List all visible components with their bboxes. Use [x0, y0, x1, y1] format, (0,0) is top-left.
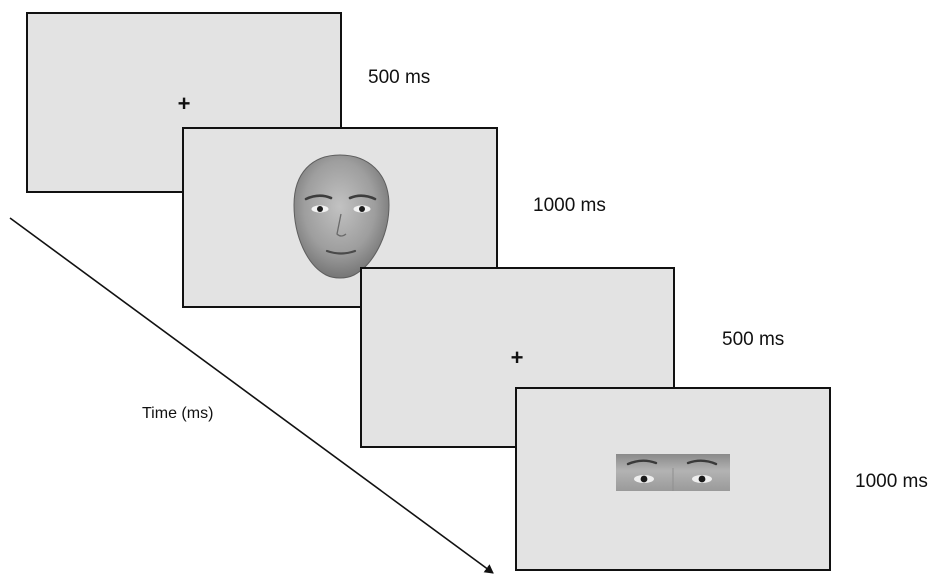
time-axis-arrow: [9, 217, 494, 574]
duration-label-3: 500 ms: [722, 329, 784, 350]
duration-label-1: 500 ms: [368, 67, 430, 88]
duration-label-2: 1000 ms: [533, 195, 606, 216]
face-image: [293, 154, 390, 279]
fixation-cross: +: [178, 91, 191, 116]
time-axis-label: Time (ms): [142, 405, 213, 422]
screen-4-eyes: [515, 387, 831, 571]
duration-label-4: 1000 ms: [855, 471, 928, 492]
eyes-image: [616, 454, 730, 491]
fixation-cross: +: [511, 345, 524, 370]
